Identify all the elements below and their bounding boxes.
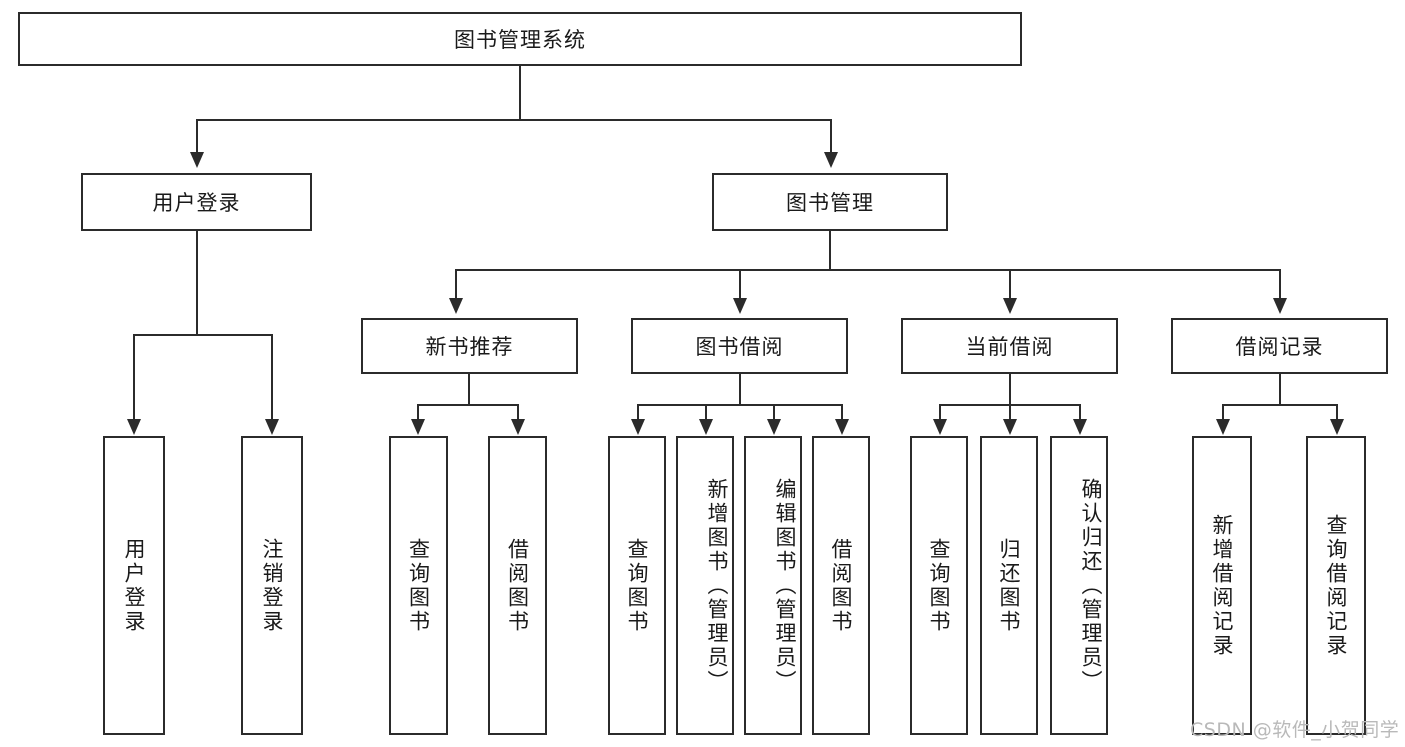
arrowhead-to-leaf-add-book <box>699 419 713 435</box>
leaf-confirm-return-admin[interactable]: 确认归还（管理员） <box>1050 436 1108 735</box>
node-label: 借阅图书 <box>829 537 853 634</box>
connector-borrow-record-to-leaf-1 <box>1222 404 1224 420</box>
connector-root-bar <box>196 119 832 121</box>
connector-to-book-borrow <box>739 269 741 299</box>
connector-current-borrow-to-leaf-3 <box>1079 404 1081 420</box>
arrowhead-to-leaf-edit-book <box>767 419 781 435</box>
connector-book-borrow-to-leaf-3 <box>773 404 775 420</box>
arrowhead-to-leaf-query-book-3 <box>933 419 947 435</box>
arrowhead-to-new-book-recommend <box>449 298 463 314</box>
connector-to-new-book-recommend <box>455 269 457 299</box>
arrowhead-to-book-manage <box>824 152 838 168</box>
arrowhead-to-user-login <box>190 152 204 168</box>
node-label: 当前借阅 <box>965 335 1054 359</box>
node-label: 用户登录 <box>122 537 146 634</box>
node-label: 新书推荐 <box>425 335 514 359</box>
node-book-borrow[interactable]: 图书借阅 <box>631 318 848 374</box>
leaf-add-book-admin[interactable]: 新增图书（管理员） <box>676 436 734 735</box>
node-label: 图书管理系统 <box>454 28 586 52</box>
leaf-logout-login[interactable]: 注销登录 <box>241 436 303 735</box>
node-label: 用户登录 <box>152 191 241 215</box>
leaf-borrow-book-new-recommend[interactable]: 借阅图书 <box>488 436 547 735</box>
arrowhead-to-leaf-add-record <box>1216 419 1230 435</box>
connector-book-borrow-bar <box>637 404 842 406</box>
connector-borrow-record-to-leaf-2 <box>1336 404 1338 420</box>
leaf-borrow-book-borrow[interactable]: 借阅图书 <box>812 436 870 735</box>
node-label: 查询借阅记录 <box>1324 513 1348 658</box>
node-label: 新增图书（管理员） <box>705 477 729 694</box>
node-label: 图书管理 <box>786 191 874 215</box>
connector-book-borrow-stem <box>739 374 741 406</box>
leaf-query-book-current[interactable]: 查询图书 <box>910 436 968 735</box>
node-label: 归还图书 <box>997 537 1021 634</box>
arrowhead-to-leaf-query-book-2 <box>631 419 645 435</box>
arrowhead-to-leaf-borrow-book-2 <box>835 419 849 435</box>
node-label: 查询图书 <box>406 537 431 634</box>
node-label: 借阅记录 <box>1235 335 1324 359</box>
arrowhead-to-borrow-record <box>1273 298 1287 314</box>
connector-book-borrow-to-leaf-2 <box>705 404 707 420</box>
arrowhead-to-leaf-query-record <box>1330 419 1344 435</box>
node-borrow-record[interactable]: 借阅记录 <box>1171 318 1388 374</box>
arrowhead-to-leaf-user-login <box>127 419 141 435</box>
connector-book-borrow-to-leaf-1 <box>637 404 639 420</box>
arrowhead-to-leaf-return-book <box>1003 419 1017 435</box>
connector-new-book-stem <box>468 374 470 406</box>
connector-to-current-borrow <box>1009 269 1011 299</box>
leaf-query-book-borrow[interactable]: 查询图书 <box>608 436 666 735</box>
connector-current-borrow-to-leaf-1 <box>939 404 941 420</box>
node-root-book-management-system[interactable]: 图书管理系统 <box>18 12 1022 66</box>
node-book-management[interactable]: 图书管理 <box>712 173 948 231</box>
node-current-borrow[interactable]: 当前借阅 <box>901 318 1118 374</box>
connector-borrow-record-bar <box>1222 404 1337 406</box>
leaf-add-borrow-record[interactable]: 新增借阅记录 <box>1192 436 1252 735</box>
leaf-return-book[interactable]: 归还图书 <box>980 436 1038 735</box>
connector-borrow-record-stem <box>1279 374 1281 406</box>
connector-user-login-stem <box>196 231 198 336</box>
connector-current-borrow-to-leaf-2 <box>1009 404 1011 420</box>
node-label: 借阅图书 <box>505 537 530 634</box>
connector-book-manage-stem <box>829 231 831 271</box>
node-label: 编辑图书（管理员） <box>773 477 797 694</box>
arrowhead-to-book-borrow <box>733 298 747 314</box>
leaf-user-login[interactable]: 用户登录 <box>103 436 165 735</box>
node-label: 注销登录 <box>260 537 284 634</box>
node-label: 新增借阅记录 <box>1210 513 1234 658</box>
connector-book-borrow-to-leaf-4 <box>841 404 843 420</box>
leaf-edit-book-admin[interactable]: 编辑图书（管理员） <box>744 436 802 735</box>
connector-user-login-bar <box>133 334 273 336</box>
connector-user-login-to-leaf-1 <box>133 334 135 420</box>
connector-user-login-to-leaf-2 <box>271 334 273 420</box>
node-new-book-recommend[interactable]: 新书推荐 <box>361 318 578 374</box>
node-label: 图书借阅 <box>695 335 784 359</box>
arrowhead-to-leaf-confirm-return <box>1073 419 1087 435</box>
node-label: 确认归还（管理员） <box>1079 477 1103 694</box>
connector-root-stem <box>519 66 521 120</box>
arrowhead-to-leaf-logout-login <box>265 419 279 435</box>
connector-new-book-to-leaf-1 <box>417 404 419 420</box>
connector-current-borrow-stem <box>1009 374 1011 406</box>
arrowhead-to-leaf-borrow-book-1 <box>511 419 525 435</box>
node-label: 查询图书 <box>927 537 951 634</box>
connector-root-to-book-manage <box>830 119 832 153</box>
node-label: 查询图书 <box>625 537 649 634</box>
leaf-query-borrow-record[interactable]: 查询借阅记录 <box>1306 436 1366 735</box>
connector-root-to-user-login <box>196 119 198 153</box>
connector-to-borrow-record <box>1279 269 1281 299</box>
node-user-login[interactable]: 用户登录 <box>81 173 312 231</box>
leaf-query-book-new-recommend[interactable]: 查询图书 <box>389 436 448 735</box>
connector-new-book-to-leaf-2 <box>517 404 519 420</box>
connector-new-book-bar <box>417 404 518 406</box>
connector-book-manage-bar <box>455 269 1281 271</box>
arrowhead-to-leaf-query-book-1 <box>411 419 425 435</box>
arrowhead-to-current-borrow <box>1003 298 1017 314</box>
